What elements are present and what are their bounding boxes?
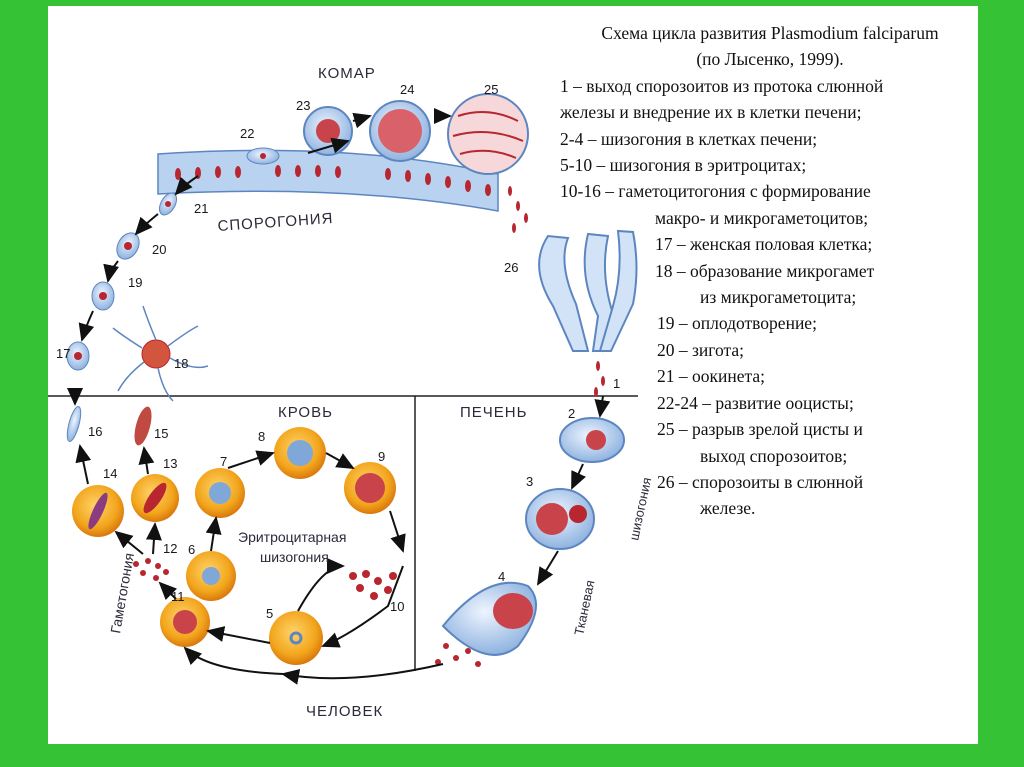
released-sporozoites bbox=[508, 186, 528, 233]
stage-label-23: 23 bbox=[296, 98, 310, 113]
stage-17-female-gamete bbox=[66, 341, 90, 371]
stage-label-11: 11 bbox=[171, 589, 185, 604]
zone-label-erythro-2: шизогония bbox=[260, 549, 329, 565]
stage-11-erythrocyte bbox=[160, 597, 210, 647]
legend-item: 22-24 – развитие ооцисты; bbox=[657, 392, 854, 413]
stage-2-hepatocyte bbox=[559, 417, 625, 463]
legend-item: из микрогаметоцита; bbox=[700, 287, 857, 308]
stage-label-15: 15 bbox=[154, 426, 168, 441]
stage-7-erythrocyte bbox=[195, 468, 245, 518]
stage-label-7: 7 bbox=[220, 454, 227, 469]
legend-item: 19 – оплодотворение; bbox=[657, 313, 817, 334]
legend-item: 26 – спорозоиты в слюнной bbox=[657, 471, 864, 492]
stage-18-microgametes bbox=[112, 305, 209, 402]
stage-label-20: 20 bbox=[152, 242, 166, 257]
stage-label-22: 22 bbox=[240, 126, 254, 141]
gland-sporozoites bbox=[594, 361, 605, 397]
legend-item: 25 – разрыв зрелой цисты и bbox=[657, 419, 863, 440]
stage-9-erythrocyte bbox=[344, 462, 396, 514]
legend-item: 5-10 – шизогония в эритроцитах; bbox=[560, 155, 807, 176]
legend-item: 10-16 – гаметоцитогония с формирование bbox=[560, 181, 871, 202]
stage-label-18: 18 bbox=[174, 356, 188, 371]
cycle-arrows bbox=[67, 108, 611, 685]
stage-label-9: 9 bbox=[378, 449, 385, 464]
salivary-gland-26 bbox=[538, 229, 638, 352]
zone-label-gametogony: Гаметогония bbox=[107, 552, 137, 635]
stage-12-merozoites bbox=[133, 558, 169, 581]
zone-dividers bbox=[48, 395, 638, 671]
stage-label-26: 26 bbox=[504, 260, 518, 275]
stage-4-hepatocyte bbox=[441, 581, 537, 656]
zone-label-liver: ПЕЧЕНЬ bbox=[460, 404, 527, 421]
zone-label-mosquito: КОМАР bbox=[318, 65, 376, 82]
oocyst-25 bbox=[447, 93, 529, 175]
midgut-wall bbox=[157, 149, 499, 212]
legend-item: 1 – выход спорозоитов из протока слюнной bbox=[560, 75, 884, 96]
legend-title: Схема цикла развития Plasmodium falcipar… bbox=[601, 23, 939, 43]
stage-16-gametocyte bbox=[66, 406, 82, 442]
stage-label-17: 17 bbox=[56, 346, 70, 361]
stage-5-erythrocyte bbox=[269, 611, 323, 665]
plasmodium-lifecycle-diagram: 1 2 3 4 5 6 7 8 9 10 11 12 13 14 15 16 1… bbox=[48, 65, 654, 720]
zone-label-human: ЧЕЛОВЕК bbox=[306, 703, 383, 720]
legend-source: (по Лысенко, 1999). bbox=[696, 49, 844, 70]
stage-6-erythrocyte bbox=[186, 551, 236, 601]
stage-label-21: 21 bbox=[194, 201, 208, 216]
stage-label-2: 2 bbox=[568, 406, 575, 421]
stage-label-12: 12 bbox=[163, 541, 177, 556]
slide-frame: 1 2 3 4 5 6 7 8 9 10 11 12 13 14 15 16 1… bbox=[48, 6, 978, 744]
legend-item: макро- и микрогаметоцитов; bbox=[655, 207, 869, 228]
stage-20-zygote bbox=[116, 232, 140, 260]
stage-label-14: 14 bbox=[103, 466, 117, 481]
stage-label-5: 5 bbox=[266, 606, 273, 621]
liver-merozoites bbox=[435, 643, 481, 667]
stage-label-4: 4 bbox=[498, 569, 505, 584]
stage-13-erythrocyte bbox=[131, 474, 179, 522]
stage-14-erythrocyte bbox=[72, 485, 124, 537]
oocyst-24 bbox=[369, 100, 431, 162]
stage-label-24: 24 bbox=[400, 82, 414, 97]
legend-item: 21 – оокинета; bbox=[657, 366, 765, 387]
stage-label-1: 1 bbox=[613, 376, 620, 391]
zone-label-sporogony: СПОРОГОНИЯ bbox=[217, 210, 334, 235]
stage-19-fertilization bbox=[91, 281, 115, 311]
legend-items: 1 – выход спорозоитов из протока слюнной… bbox=[560, 73, 980, 522]
legend-item: выход спорозоитов; bbox=[700, 445, 848, 466]
zone-label-tissue-1: Тканевая bbox=[571, 579, 597, 637]
stage-3-hepatocyte bbox=[525, 488, 595, 550]
stage-label-10: 10 bbox=[390, 599, 404, 614]
stage-label-6: 6 bbox=[188, 542, 195, 557]
legend-item: железе. bbox=[700, 498, 756, 519]
stage-10-merozoites bbox=[349, 570, 397, 600]
stage-label-25: 25 bbox=[484, 82, 498, 97]
stage-21-ookinete bbox=[158, 192, 178, 216]
stage-numbers: 1 2 3 4 5 6 7 8 9 10 11 12 13 14 15 16 1… bbox=[56, 82, 620, 621]
legend-item: 17 – женская половая клетка; bbox=[655, 234, 873, 255]
legend-item: железы и внедрение их в клетки печени; bbox=[560, 102, 862, 123]
stage-label-3: 3 bbox=[526, 474, 533, 489]
legend-item: 2-4 – шизогония в клетках печени; bbox=[560, 128, 818, 149]
legend-item: 20 – зигота; bbox=[657, 339, 745, 360]
stage-label-13: 13 bbox=[163, 456, 177, 471]
stage-label-16: 16 bbox=[88, 424, 102, 439]
stage-label-19: 19 bbox=[128, 275, 142, 290]
oocyst-22 bbox=[246, 147, 280, 165]
zone-label-blood: КРОВЬ bbox=[278, 404, 333, 421]
stage-label-8: 8 bbox=[258, 429, 265, 444]
legend-item: 18 – образование микрогамет bbox=[655, 260, 875, 281]
zone-label-erythro-1: Эритроцитарная bbox=[238, 529, 346, 545]
stage-8-erythrocyte bbox=[274, 427, 326, 479]
legend-panel: Схема цикла развития Plasmodium falcipar… bbox=[560, 20, 980, 522]
stage-15-gametocyte bbox=[134, 406, 152, 446]
